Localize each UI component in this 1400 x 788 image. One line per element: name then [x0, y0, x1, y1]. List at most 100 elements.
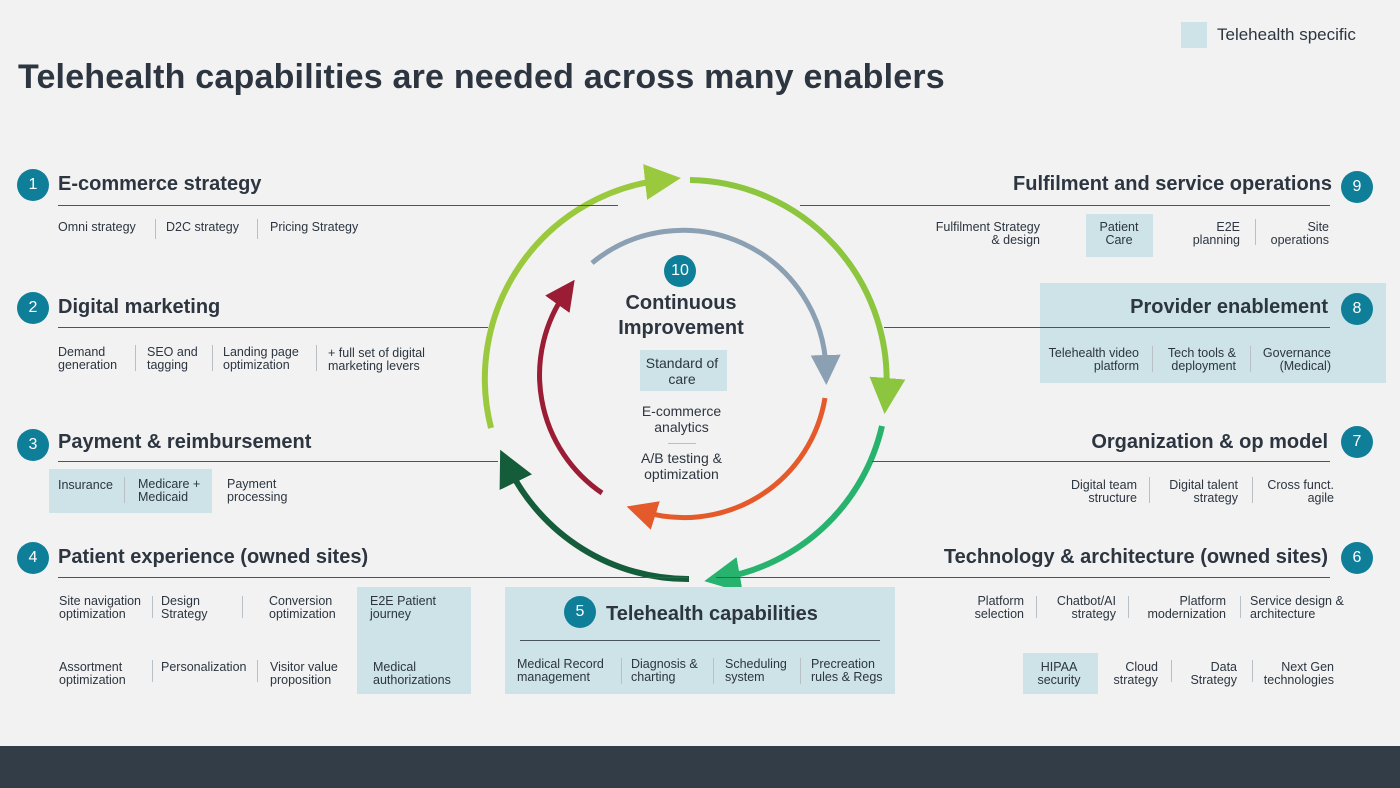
section-number-5: 5 [564, 596, 596, 628]
section-title-ecommerce-strategy: E-commerce strategy [58, 173, 262, 195]
outer-arrow-top-left [481, 164, 681, 429]
inner-arrow-top [590, 227, 841, 385]
item-ab-testing-optimization: A/B testing & optimization [641, 450, 722, 482]
item-governance-medical: Governance (Medical) [1262, 346, 1331, 373]
legend-label: Telehealth specific [1217, 25, 1356, 44]
divider [1149, 477, 1150, 503]
item-medicare-medicaid: Medicare + Medicaid [138, 477, 201, 504]
item-platform-modernization: Platform modernization [1147, 594, 1226, 621]
item-design-strategy: Design Strategy [161, 594, 208, 621]
divider [316, 345, 317, 371]
section-number-7: 7 [1341, 426, 1373, 458]
item-chatbot-ai-strategy: Chatbot/AI strategy [1056, 594, 1116, 621]
item-diagnosis-charting: Diagnosis & charting [631, 657, 698, 684]
item-ecommerce-analytics: E-commerce analytics [641, 403, 722, 435]
item-seo-and-tagging: SEO and tagging [147, 345, 198, 372]
section-number-4: 4 [17, 542, 49, 574]
section-rule [884, 327, 1330, 328]
telehealth-highlight [1023, 653, 1098, 694]
item-data-strategy: Data Strategy [1190, 660, 1237, 687]
inner-arrow-right [626, 397, 828, 530]
section-title-fulfilment-service-operations: Fulfilment and service operations [1013, 173, 1332, 195]
section-title-continuous-improvement: Continuous Improvement [618, 292, 744, 339]
divider [257, 660, 258, 682]
divider [155, 219, 156, 239]
section-title-organization-op-model: Organization & op model [1091, 431, 1328, 453]
section-number-3: 3 [17, 429, 49, 461]
item-standard-of-care: Standard of care [645, 355, 719, 387]
item-site-operations: Site operations [1270, 220, 1329, 247]
section-rule [520, 640, 880, 641]
section-rule [800, 205, 1330, 206]
section-rule [716, 577, 1330, 578]
divider [1036, 596, 1037, 618]
page-title: Telehealth capabilities are needed acros… [18, 58, 945, 96]
item-assortment-optimization: Assortment optimization [59, 660, 126, 687]
item-telehealth-video-platform: Telehealth video platform [1048, 346, 1139, 373]
item-precreation-rules-regs: Precreation rules & Regs [811, 657, 883, 684]
item-pricing-strategy: Pricing Strategy [270, 220, 359, 234]
section-title-payment-reimbursement: Payment & reimbursement [58, 431, 312, 453]
item-landing-page-optimization: Landing page optimization [223, 345, 299, 372]
legend-swatch [1181, 22, 1207, 48]
divider [1250, 346, 1251, 372]
section-rule [58, 461, 498, 462]
telehealth-highlight [1086, 214, 1153, 257]
section-number-1: 1 [17, 169, 49, 201]
section-rule [58, 577, 688, 578]
divider [1240, 596, 1241, 618]
divider [152, 660, 153, 682]
divider [621, 658, 622, 684]
item-hipaa-security: HIPAA security [1037, 660, 1081, 687]
divider [152, 596, 153, 618]
telehealth-highlight [640, 350, 727, 391]
item-demand-generation: Demand generation [58, 345, 118, 372]
item-service-design-architecture: Service design & architecture [1250, 594, 1344, 621]
footer-bar [0, 746, 1400, 788]
section-title-digital-marketing: Digital marketing [58, 296, 221, 318]
item-e2e-patient-journey: E2E Patient journey [370, 594, 437, 621]
item-e2e-planning: E2E planning [1192, 220, 1240, 247]
item-payment-processing: Payment processing [227, 477, 288, 504]
outer-arrow-bottom-left [499, 449, 690, 583]
divider [800, 658, 801, 684]
divider [713, 658, 714, 684]
item-site-navigation: Site navigation optimization [59, 594, 142, 621]
item-digital-marketing-levers: + full set of digital marketing levers [328, 346, 425, 373]
item-visitor-value-proposition: Visitor value proposition [270, 660, 338, 687]
item-next-gen-technologies: Next Gen technologies [1263, 660, 1334, 687]
section-number-2: 2 [17, 292, 49, 324]
section-rule [58, 205, 618, 206]
item-medical-authorizations: Medical authorizations [373, 660, 451, 687]
outer-arrow-bottom-right [704, 425, 885, 593]
telehealth-highlight [357, 587, 471, 694]
item-tech-tools-deployment: Tech tools & deployment [1167, 346, 1236, 373]
item-d2c-strategy: D2C strategy [166, 220, 239, 234]
telehealth-highlight [49, 469, 212, 513]
section-rule [58, 327, 488, 328]
divider [1171, 660, 1172, 682]
divider [1152, 346, 1153, 372]
section-title-telehealth-capabilities: Telehealth capabilities [606, 603, 818, 625]
divider [212, 345, 213, 371]
item-medical-record-management: Medical Record management [517, 657, 604, 684]
section-number-8: 8 [1341, 293, 1373, 325]
divider [242, 596, 243, 618]
section-title-patient-experience: Patient experience (owned sites) [58, 546, 369, 568]
item-cloud-strategy: Cloud strategy [1113, 660, 1158, 687]
item-digital-team-structure: Digital team structure [1071, 478, 1137, 505]
divider [1252, 660, 1253, 682]
divider [1252, 477, 1253, 503]
outer-arrow-top-right [689, 177, 906, 414]
item-conversion-optimization: Conversion optimization [269, 594, 336, 621]
legend: Telehealth specific [1181, 22, 1356, 48]
inner-arrow-left [537, 279, 604, 496]
item-digital-talent-strategy: Digital talent strategy [1169, 478, 1238, 505]
item-patient-care: Patient Care [1099, 220, 1139, 247]
item-cross-funct-agile: Cross funct. agile [1267, 478, 1334, 505]
section-number-9: 9 [1341, 171, 1373, 203]
divider [1128, 596, 1129, 618]
divider [668, 443, 696, 444]
section-title-technology-architecture: Technology & architecture (owned sites) [943, 546, 1328, 568]
item-personalization: Personalization [161, 660, 247, 674]
